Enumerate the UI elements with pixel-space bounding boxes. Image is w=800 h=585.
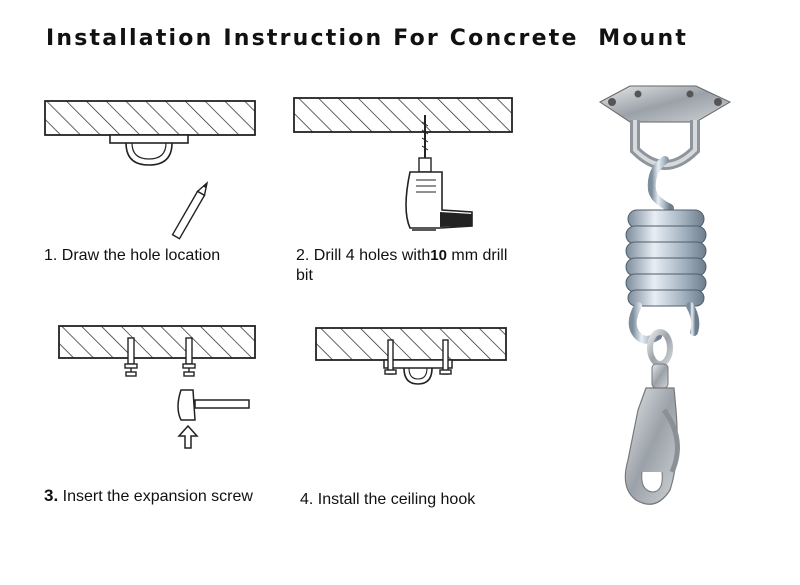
step-4-caption: 4. Install the ceiling hook [300, 490, 475, 510]
step-1-text: Draw the hole location [61, 247, 221, 264]
step-3-text: Insert the expansion screw [62, 488, 253, 505]
ceiling-anchor-drawing [58, 325, 256, 377]
step-4-number: 4. [300, 491, 314, 508]
step-2-illustration [290, 90, 520, 240]
step-2-hole-size: 10 [430, 247, 447, 264]
step-1-illustration [40, 95, 280, 245]
page-title: Installation Instruction For Concrete Mo… [46, 26, 689, 51]
power-drill-icon [405, 115, 473, 231]
arrow-up-icon [177, 424, 199, 449]
ceiling-mark-drawing [44, 100, 256, 166]
step-3-illustration [55, 320, 295, 460]
step-3-number: 3. [44, 486, 59, 505]
step-2-text-line2: bit [296, 267, 313, 284]
pencil-icon [171, 181, 209, 240]
ceiling-hook-installed-drawing [315, 327, 507, 385]
step-3-caption: 3. Insert the expansion screw [44, 486, 253, 507]
ceiling-drill-drawing [293, 97, 513, 133]
ceiling-hook-product-image [590, 80, 750, 525]
hammer-icon [177, 389, 250, 421]
step-1-number: 1. [44, 247, 58, 264]
step-4-illustration [312, 320, 512, 400]
ceiling-hook-icon [599, 85, 732, 505]
step-2-number: 2. [296, 247, 310, 264]
step-4-text: Install the ceiling hook [317, 491, 476, 508]
step-2-text-before: Drill 4 holes with [313, 247, 431, 264]
step-2-caption: 2. Drill 4 holes with10 mm drill bit [296, 246, 536, 286]
step-2-text-after: mm drill [451, 247, 508, 264]
step-1-caption: 1. Draw the hole location [44, 246, 220, 266]
